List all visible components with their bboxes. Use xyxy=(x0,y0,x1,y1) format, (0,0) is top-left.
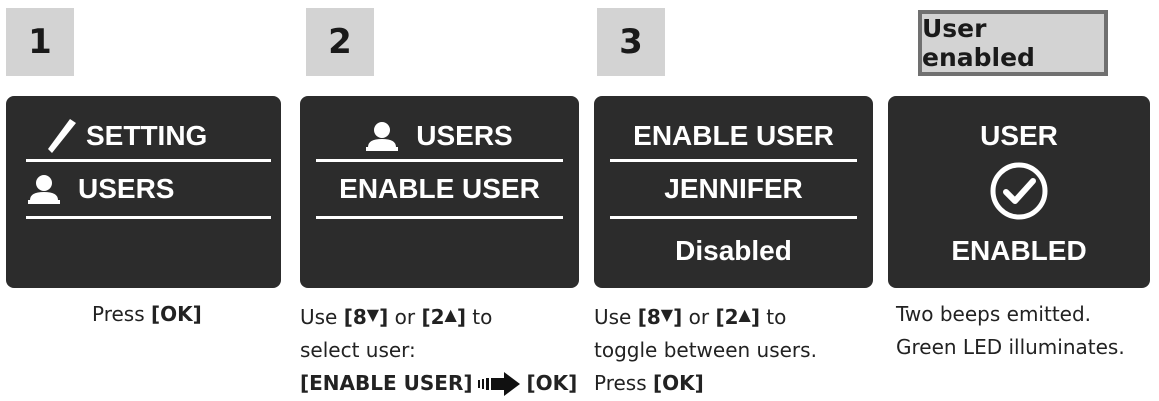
key-8: [8 xyxy=(343,305,367,329)
result-title-row: USER xyxy=(888,116,1150,156)
user-icon xyxy=(28,174,60,204)
users-title-row: USERS xyxy=(300,116,579,156)
caption-text: to xyxy=(759,305,787,329)
divider xyxy=(316,216,563,219)
screen-result: USER ENABLED xyxy=(888,96,1150,288)
caption-result: Two beeps emitted. Green LED illuminates… xyxy=(896,298,1125,364)
caption-text: Press xyxy=(594,371,653,395)
caption-step-1: Press [OK] xyxy=(92,298,202,331)
menu-item-users: USERS xyxy=(78,173,175,204)
enable-user-key: [ENABLE USER] xyxy=(300,371,473,395)
screen-step-2: USERS ENABLE USER xyxy=(300,96,579,288)
menu-title-setting: SETTING xyxy=(86,120,208,151)
caption-text: Press xyxy=(92,302,151,326)
checkmark-circle-icon xyxy=(989,161,1049,221)
caption-line-1: Use [8▼] or [2▲] to xyxy=(594,298,817,334)
divider xyxy=(610,216,857,219)
divider xyxy=(316,159,563,162)
enable-user-label: ENABLE USER xyxy=(339,173,540,204)
caption-line-3: Press [OK] xyxy=(594,367,817,400)
caption-text: to xyxy=(465,305,493,329)
ok-key: [OK] xyxy=(653,371,704,395)
enable-user-title: ENABLE USER xyxy=(633,120,834,151)
users-row: USERS xyxy=(28,168,174,210)
pencil-icon xyxy=(48,119,84,153)
up-arrow-icon: ▲ xyxy=(738,305,751,324)
result-user-label: USER xyxy=(980,120,1058,151)
screen-step-3: ENABLE USER JENNIFER Disabled xyxy=(594,96,873,288)
down-arrow-icon: ▼ xyxy=(660,305,674,324)
arrow-right-icon xyxy=(476,371,522,396)
menu-title-enable-user: ENABLE USER xyxy=(594,116,873,156)
user-icon xyxy=(366,121,399,151)
key-bracket: ] xyxy=(456,305,466,329)
caption-text: or xyxy=(388,305,422,329)
ok-key: [OK] xyxy=(526,371,578,395)
key-bracket: ] xyxy=(673,305,683,329)
step-1-badge: 1 xyxy=(6,8,74,76)
setting-row: SETTING xyxy=(48,116,207,156)
down-arrow-icon: ▼ xyxy=(366,305,380,324)
caption-line-2: toggle between users. xyxy=(594,338,817,362)
caption-line-2: Green LED illuminates. xyxy=(896,335,1125,359)
user-name-jennifer: JENNIFER xyxy=(664,173,803,204)
caption-text: or xyxy=(682,305,716,329)
up-arrow-icon: ▲ xyxy=(444,305,457,324)
key-2: [2 xyxy=(421,305,445,329)
menu-title-users: USERS xyxy=(416,120,513,151)
user-status: Disabled xyxy=(594,228,873,274)
caption-line-2: select user: xyxy=(300,338,416,362)
checkmark-row xyxy=(888,160,1150,222)
menu-item-enable-user: ENABLE USER xyxy=(300,168,579,210)
result-enabled-row: ENABLED xyxy=(888,228,1150,274)
caption-line-3: [ENABLE USER] [OK] xyxy=(300,367,577,400)
selected-user-name: JENNIFER xyxy=(594,168,873,210)
ok-key: [OK] xyxy=(151,302,202,326)
divider xyxy=(610,159,857,162)
key-8: [8 xyxy=(637,305,661,329)
key-2: [2 xyxy=(715,305,739,329)
divider xyxy=(26,159,271,162)
caption-text: Use xyxy=(300,305,344,329)
screen-step-1: SETTING USERS xyxy=(6,96,281,288)
caption-line-1: Use [8▼] or [2▲] to xyxy=(300,298,577,334)
caption-step-3: Use [8▼] or [2▲] to toggle between users… xyxy=(594,298,817,400)
divider xyxy=(26,216,271,219)
caption-step-2: Use [8▼] or [2▲] to select user: [ENABLE… xyxy=(300,298,577,400)
caption-line-1: Two beeps emitted. xyxy=(896,302,1092,326)
caption-text: Use xyxy=(594,305,638,329)
step-3-badge: 3 xyxy=(597,8,665,76)
status-disabled: Disabled xyxy=(675,235,792,266)
status-enabled: ENABLED xyxy=(951,235,1087,266)
key-bracket: ] xyxy=(750,305,760,329)
step-2-badge: 2 xyxy=(306,8,374,76)
result-label: User enabled xyxy=(918,10,1108,76)
key-bracket: ] xyxy=(379,305,389,329)
